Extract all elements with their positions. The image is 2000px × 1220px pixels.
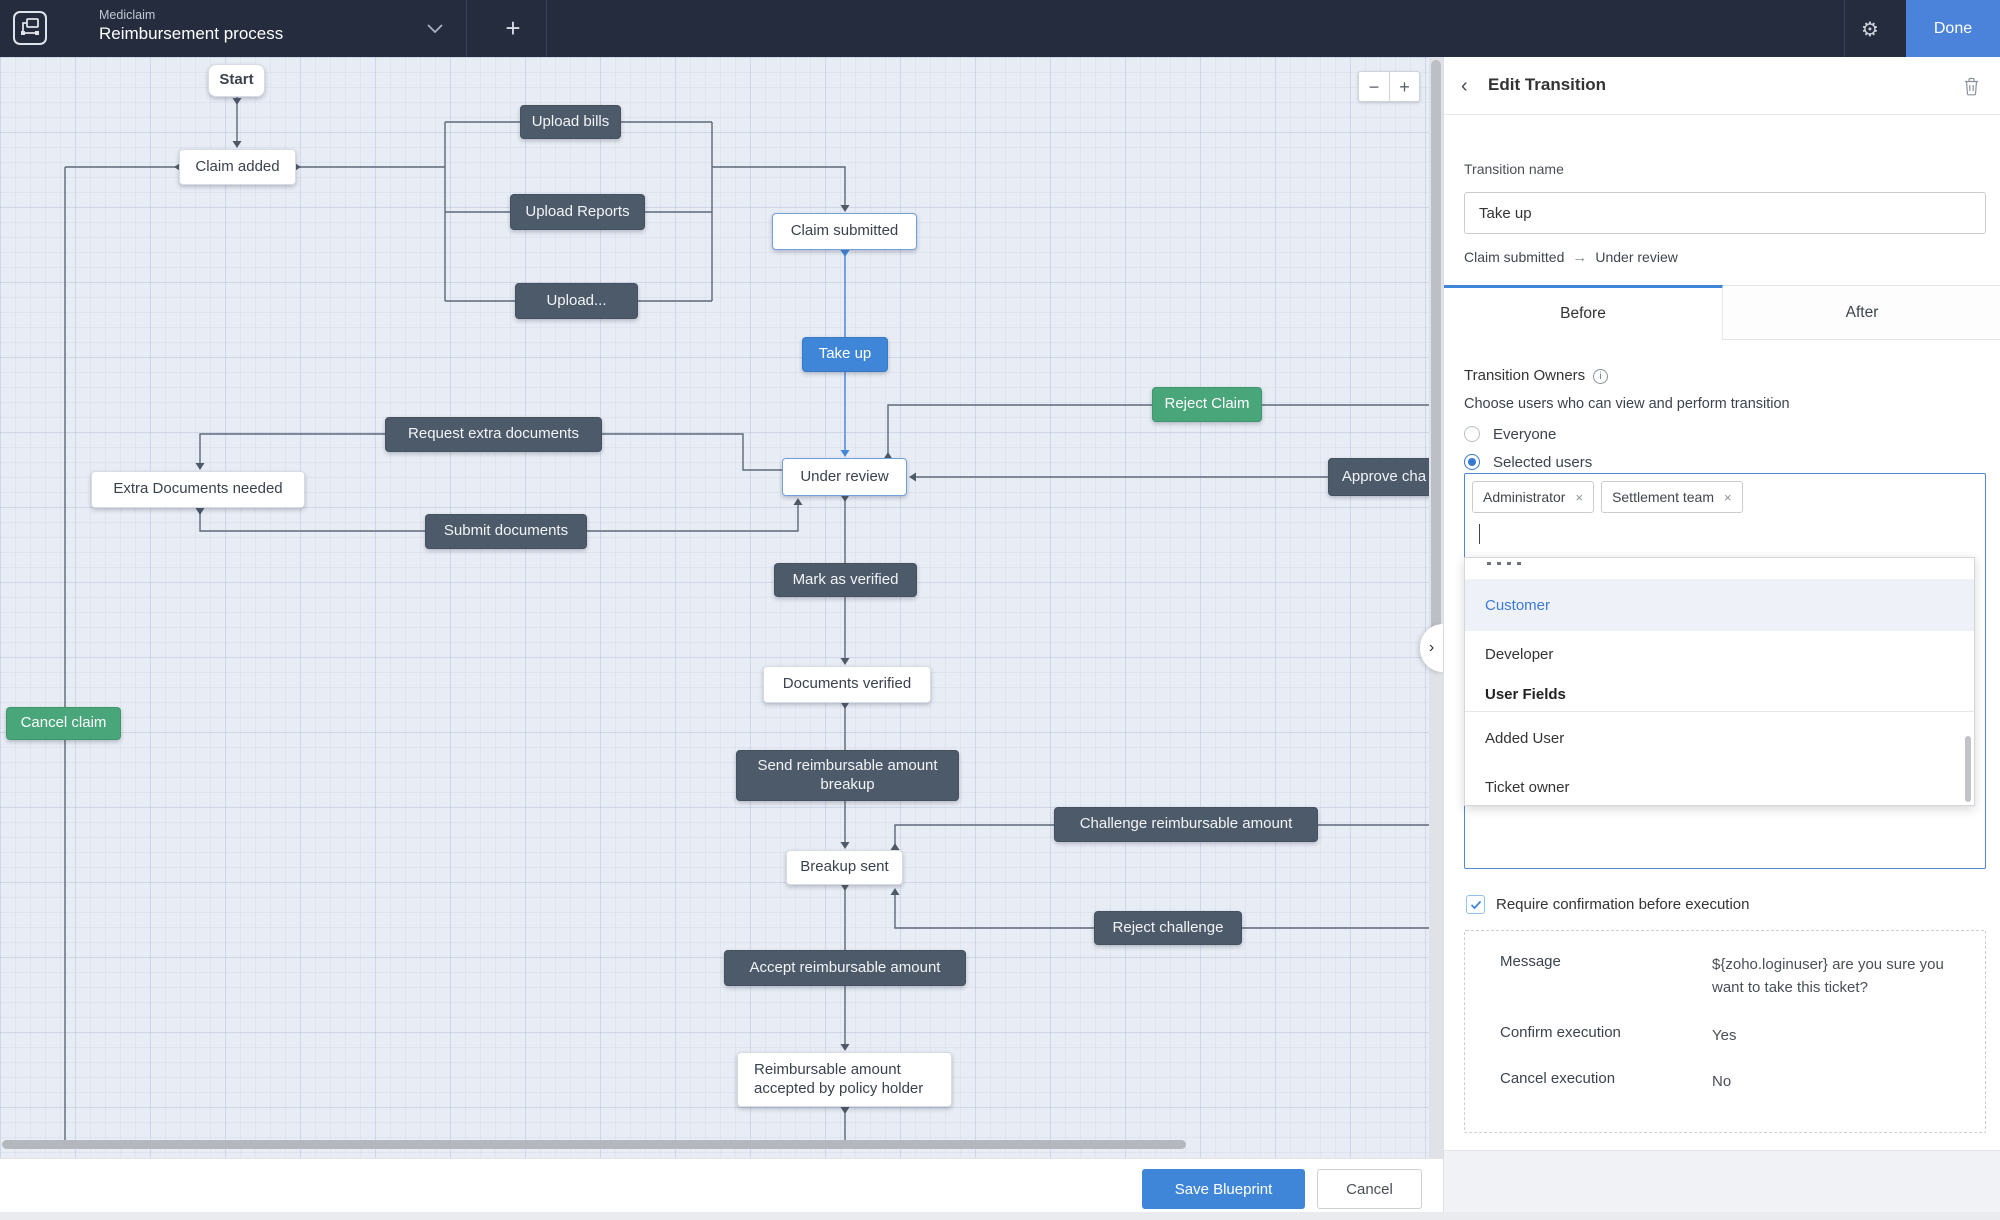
message-label: Message	[1500, 953, 1561, 970]
tab-before[interactable]: Before	[1444, 285, 1723, 340]
canvas-horizontal-scrollbar[interactable]	[2, 1140, 1186, 1149]
confirm-execution-label: Confirm execution	[1500, 1024, 1621, 1041]
node-mark-as-verified[interactable]: Mark as verified	[774, 563, 917, 597]
node-under-review[interactable]: Under review	[782, 458, 907, 496]
dropdown-divider	[1465, 711, 1974, 712]
node-cancel-claim[interactable]: Cancel claim	[6, 707, 121, 740]
route-to-state: Under review	[1595, 249, 1678, 265]
node-documents-verified[interactable]: Documents verified	[763, 666, 931, 703]
node-extra-documents-needed[interactable]: Extra Documents needed	[91, 471, 305, 508]
node-reject-challenge[interactable]: Reject challenge	[1094, 911, 1242, 945]
node-upload-bills[interactable]: Upload bills	[520, 105, 621, 139]
flow-edges	[64, 97, 1443, 1140]
edit-transition-panel: ‹ Edit Transition Transition name Claim …	[1443, 57, 2000, 1220]
confirmation-details-box: Message ${zoho.loginuser} are you sure y…	[1464, 930, 1986, 1133]
done-button[interactable]: Done	[1906, 0, 2000, 57]
zoom-controls: − +	[1358, 71, 1420, 102]
process-name: Reimbursement process	[99, 24, 284, 43]
chip-remove-icon[interactable]: ×	[1575, 489, 1584, 505]
page-bottom-edge	[0, 1212, 2000, 1220]
process-title-block: Mediclaim Reimbursement process	[99, 8, 283, 45]
cancel-button[interactable]: Cancel	[1317, 1169, 1422, 1209]
panel-footer-area	[1444, 1150, 2000, 1220]
node-reimbursable-accepted[interactable]: Reimbursable amount accepted by policy h…	[737, 1052, 952, 1107]
chip-label: Administrator	[1483, 489, 1566, 505]
delete-transition-trash-icon[interactable]	[1963, 77, 1980, 96]
transition-route: Claim submitted → Under review	[1464, 249, 1678, 266]
topbar-divider	[1844, 0, 1845, 57]
process-switcher-chevron-icon[interactable]	[427, 24, 443, 34]
dropdown-option-customer[interactable]: Customer	[1465, 579, 1974, 631]
clipped-option[interactable]	[1487, 562, 1523, 565]
route-from-state: Claim submitted	[1464, 249, 1565, 265]
save-blueprint-button[interactable]: Save Blueprint	[1142, 1169, 1305, 1209]
node-breakup-sent[interactable]: Breakup sent	[786, 850, 903, 885]
radio-selected-users[interactable]: Selected users	[1464, 451, 1592, 473]
zoom-in-button[interactable]: +	[1389, 71, 1420, 102]
transition-name-input[interactable]	[1464, 192, 1986, 234]
app-label: Mediclaim	[99, 8, 156, 22]
before-after-tabs: Before After	[1444, 285, 2000, 340]
node-claim-submitted[interactable]: Claim submitted	[772, 213, 917, 250]
vertical-scrollbar-thumb[interactable]	[1431, 60, 1441, 660]
dropdown-scrollbar-thumb[interactable]	[1965, 736, 1971, 802]
node-claim-added[interactable]: Claim added	[179, 149, 296, 185]
owners-help-text: Choose users who can view and perform tr…	[1464, 396, 1790, 412]
checkbox-checked-icon[interactable]	[1466, 895, 1485, 914]
message-value: ${zoho.loginuser} are you sure you want …	[1712, 956, 1944, 996]
canvas-vertical-scrollbar[interactable]	[1429, 57, 1443, 1158]
confirm-execution-value: Yes	[1712, 1027, 1737, 1044]
topbar-divider	[466, 0, 467, 57]
node-reject-claim[interactable]: Reject Claim	[1152, 387, 1262, 422]
panel-collapse-handle[interactable]: ›	[1420, 624, 1443, 672]
dropdown-option-added-user[interactable]: Added User	[1485, 729, 1565, 747]
topbar-divider	[546, 0, 547, 57]
dropdown-option-developer[interactable]: Developer	[1485, 645, 1554, 663]
panel-header: ‹ Edit Transition	[1444, 57, 2000, 115]
node-submit-documents[interactable]: Submit documents	[425, 514, 587, 549]
node-approve-challenge[interactable]: Approve cha	[1328, 458, 1440, 496]
user-chip[interactable]: Settlement team ×	[1601, 481, 1743, 513]
node-upload-reports[interactable]: Upload Reports	[510, 194, 645, 230]
zoom-out-button[interactable]: −	[1358, 71, 1389, 102]
node-upload-more[interactable]: Upload...	[515, 283, 638, 319]
transition-name-label: Transition name	[1464, 161, 1564, 177]
blueprint-logo-icon	[13, 11, 47, 45]
tab-after[interactable]: After	[1723, 285, 2000, 340]
text-caret	[1479, 524, 1480, 544]
radio-circle-selected-icon[interactable]	[1464, 454, 1480, 470]
radio-everyone[interactable]: Everyone	[1464, 423, 1556, 445]
info-icon[interactable]: i	[1593, 369, 1609, 384]
node-accept-reimbursable[interactable]: Accept reimbursable amount	[724, 950, 966, 986]
canvas-footer: Save Blueprint Cancel	[0, 1158, 1443, 1220]
node-start[interactable]: Start	[208, 64, 265, 97]
back-chevron-icon[interactable]: ‹	[1461, 75, 1468, 97]
node-challenge-reimbursable[interactable]: Challenge reimbursable amount	[1054, 807, 1318, 842]
node-send-reimbursable-breakup[interactable]: Send reimbursable amount breakup	[736, 750, 959, 801]
require-confirmation-checkbox-row[interactable]: Require confirmation before execution	[1466, 895, 1749, 914]
node-request-extra-documents[interactable]: Request extra documents	[385, 417, 602, 452]
radio-circle-icon[interactable]	[1464, 426, 1480, 442]
settings-gear-icon[interactable]: ⚙	[1861, 16, 1879, 41]
cancel-execution-label: Cancel execution	[1500, 1070, 1616, 1087]
dropdown-option-user-fields: User Fields	[1485, 685, 1566, 703]
cancel-execution-value: No	[1712, 1073, 1732, 1090]
chip-remove-icon[interactable]: ×	[1724, 489, 1732, 505]
add-tab-button[interactable]: +	[505, 13, 521, 43]
chip-label: Settlement team	[1612, 489, 1714, 505]
panel-title: Edit Transition	[1488, 75, 1607, 94]
dropdown-option-ticket-owner[interactable]: Ticket owner	[1485, 778, 1570, 796]
top-bar: Mediclaim Reimbursement process + ⚙ Done	[0, 0, 2000, 57]
user-chip[interactable]: Administrator ×	[1472, 481, 1595, 513]
node-take-up[interactable]: Take up	[802, 337, 888, 372]
route-arrow-icon: →	[1572, 249, 1588, 266]
